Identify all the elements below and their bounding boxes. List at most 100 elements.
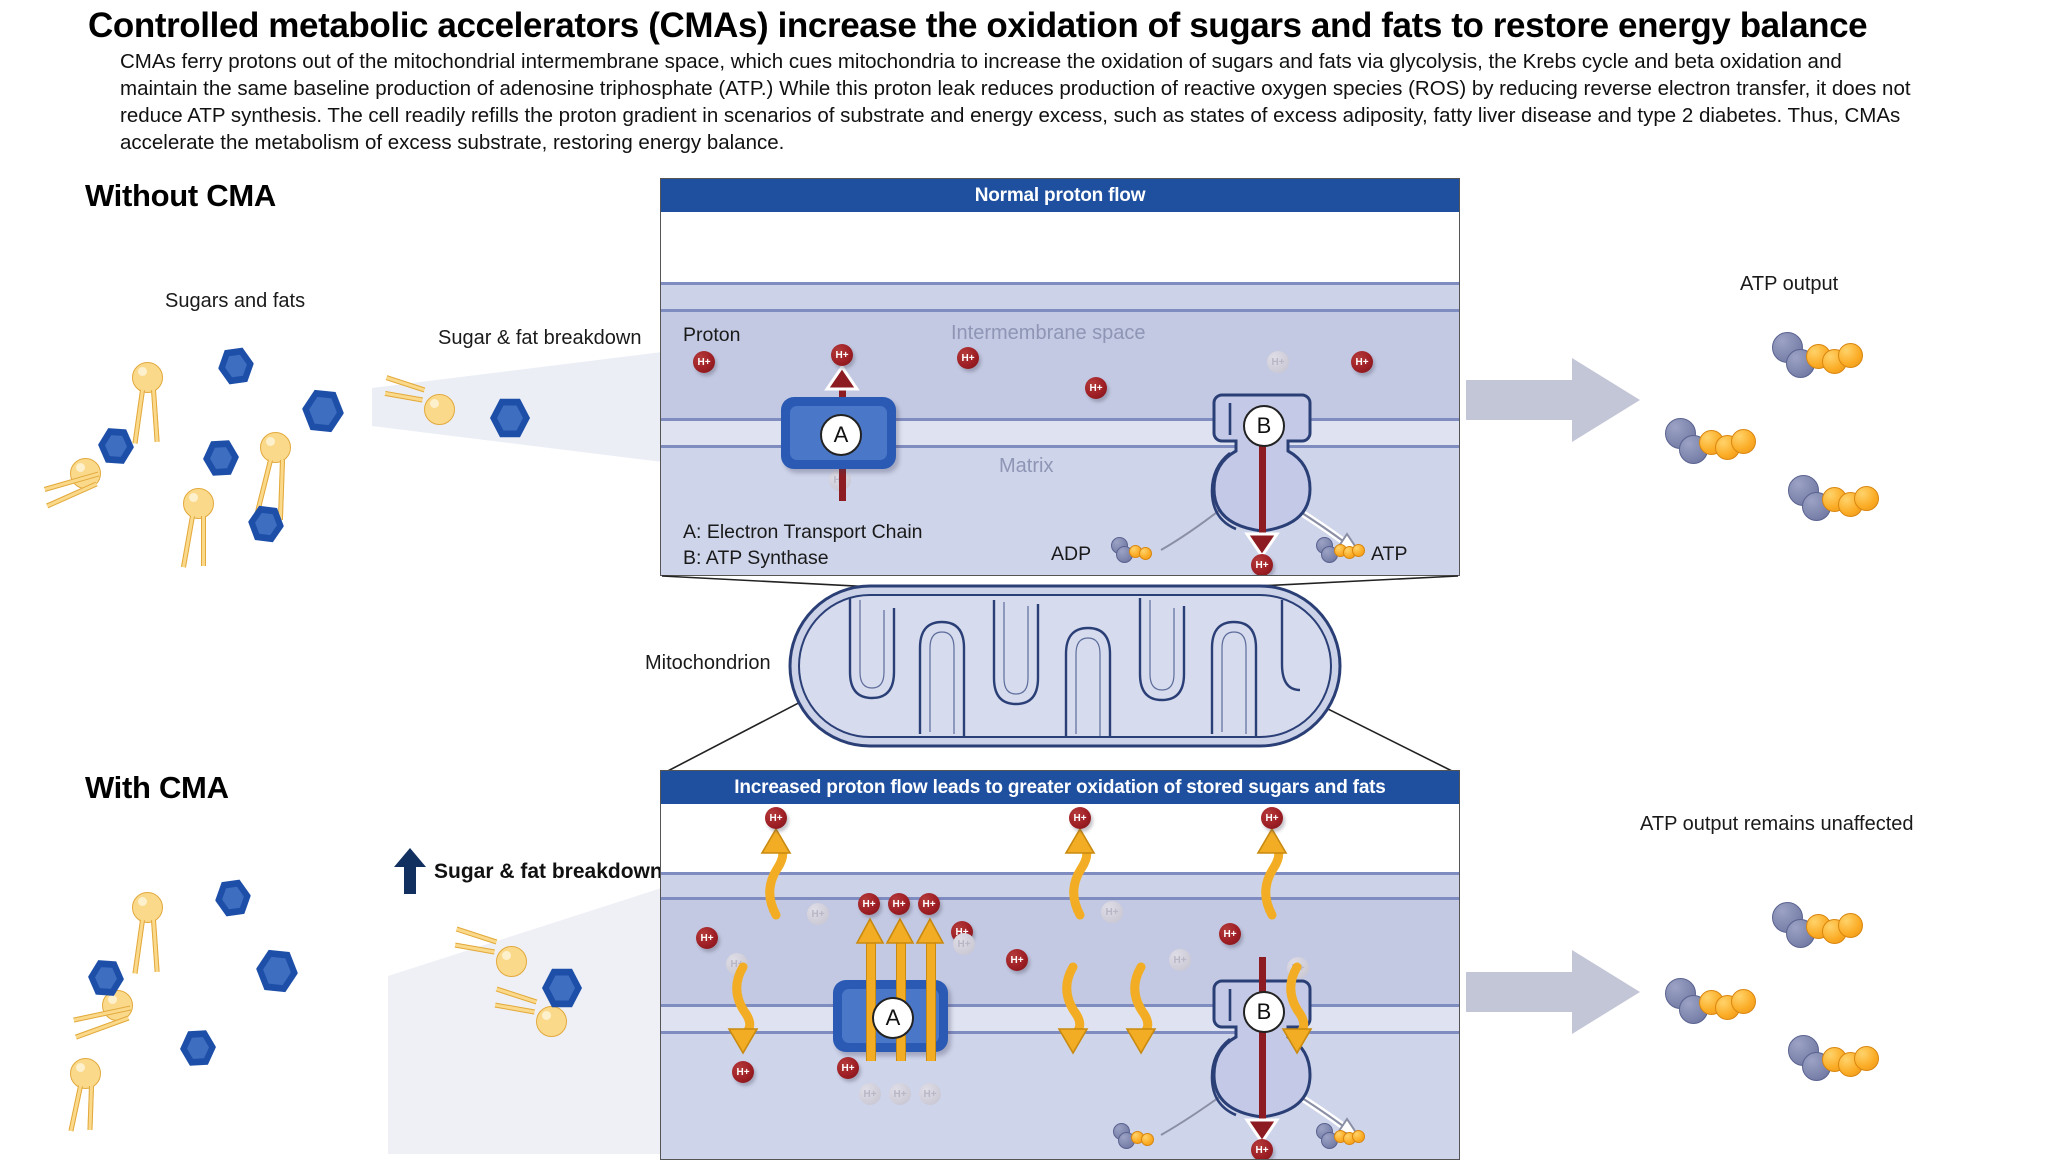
cytosol-region [661, 212, 1459, 282]
proton-flow-arrowhead-up [824, 364, 860, 391]
outer-membrane-line-2 [661, 309, 1459, 312]
label-atp-output-bottom: ATP output remains unaffected [1640, 813, 1914, 835]
outer-membrane-line-2 [661, 897, 1459, 900]
etc-proton-pump-head [855, 917, 885, 945]
complex-a-label: A [872, 997, 914, 1039]
inner-membrane-line-1 [661, 418, 1459, 421]
outer-membrane-line-1 [661, 282, 1459, 285]
proton-icon: H+ [1085, 377, 1107, 399]
proton-icon-faded: H+ [1267, 351, 1289, 373]
proton-icon-released: H+ [1251, 1139, 1273, 1159]
proton-icon-faded: H+ [807, 903, 829, 925]
label-sugar-fat-breakdown-top: Sugar & fat breakdown [438, 327, 642, 349]
inner-membrane-line-1 [661, 1004, 1459, 1007]
intermembrane-space-region [661, 900, 1459, 1004]
label-atp: ATP [1371, 543, 1408, 565]
proton-icon-pumped: H+ [858, 893, 880, 915]
proton-flow-arrow-down [1258, 407, 1266, 537]
cma-proton-leak-arrow [727, 962, 759, 1055]
proton-icon-faded: H+ [953, 933, 975, 955]
molecule-field-top [43, 330, 420, 570]
proton-icon-faded: H+ [1101, 901, 1123, 923]
sugar-molecule [254, 948, 300, 994]
outer-membrane-band [661, 875, 1459, 897]
complex-b-label: B [1243, 405, 1285, 447]
proton-icon-pumped: H+ [831, 344, 853, 366]
sugar-molecule [179, 1029, 217, 1067]
proton-icon-leaked: H+ [732, 1061, 754, 1083]
proton-icon: H+ [696, 927, 718, 949]
proton-flow-arrow-down [1258, 957, 1266, 1123]
proton-icon: H+ [957, 347, 979, 369]
breakdown-funnel-bottom [388, 884, 674, 1154]
sugar-molecule [213, 878, 254, 919]
cma-proton-leak-arrow [1057, 962, 1089, 1055]
label-proton: Proton [683, 324, 741, 346]
cma-proton-leak-arrow [1281, 962, 1313, 1055]
proton-icon: H+ [837, 1057, 859, 1079]
legend-complex-a: A: Electron Transport Chain [683, 521, 923, 543]
cma-proton-export-arrow [1256, 827, 1288, 920]
proton-flow-arrowhead-down [1244, 531, 1280, 559]
proton-icon-exported: H+ [1261, 807, 1283, 829]
etc-proton-pump-head [885, 917, 915, 945]
label-intermembrane-space: Intermembrane space [951, 322, 1146, 344]
complex-b-label: B [1243, 991, 1285, 1033]
atp-output-arrow-bottom [1466, 972, 1576, 1012]
molecule-field-bottom [68, 870, 430, 1132]
label-sugar-fat-breakdown-bottom: Sugar & fat breakdown [434, 860, 663, 883]
cma-proton-export-arrow [1064, 827, 1096, 920]
section-heading-without-cma: Without CMA [85, 178, 276, 213]
sugar-molecule [300, 388, 346, 434]
proton-icon: H+ [693, 351, 715, 373]
cytosol-region [661, 804, 1459, 872]
proton-icon-released: H+ [1251, 554, 1273, 575]
proton-icon-exported: H+ [765, 807, 787, 829]
atp-output-cluster-bottom [1660, 890, 2000, 1110]
breakdown-molecule-sugar [542, 968, 582, 1008]
outer-membrane-band [661, 285, 1459, 309]
sugar-molecule [216, 346, 257, 387]
legend-complex-b: B: ATP Synthase [683, 547, 829, 569]
proton-icon: H+ [1219, 923, 1241, 945]
cma-proton-leak-arrow [1125, 962, 1157, 1055]
adp-to-synthase-line [1159, 1091, 1229, 1137]
panel-increased-proton-flow: Increased proton flow leads to greater o… [660, 770, 1460, 1160]
page-title: Controlled metabolic accelerators (CMAs)… [88, 6, 1868, 45]
label-mitochondrion: Mitochondrion [645, 652, 771, 674]
etc-proton-pump-head [915, 917, 945, 945]
panel-banner-top: Normal proton flow [661, 179, 1459, 212]
label-matrix: Matrix [999, 455, 1054, 477]
breakdown-increase-arrow [393, 848, 427, 894]
mitochondrion-illustration [788, 584, 1342, 748]
panel-normal-proton-flow: Normal proton flow Intermembrane space M… [660, 178, 1460, 576]
sugar-molecule [97, 427, 135, 465]
proton-icon-faded: H+ [859, 1083, 881, 1105]
atp-output-arrowhead-bottom [1572, 950, 1642, 1034]
outer-membrane-line-1 [661, 872, 1459, 875]
panel-banner-bottom: Increased proton flow leads to greater o… [661, 771, 1459, 804]
proton-icon-faded: H+ [889, 1083, 911, 1105]
proton-icon: H+ [1006, 949, 1028, 971]
atp-output-arrow-top [1466, 380, 1576, 420]
proton-icon-exported: H+ [1069, 807, 1091, 829]
inner-membrane-band [661, 1007, 1459, 1031]
proton-icon-pumped: H+ [888, 893, 910, 915]
label-atp-output-top: ATP output [1740, 273, 1839, 295]
label-adp: ADP [1051, 543, 1092, 565]
cma-proton-export-arrow [760, 827, 792, 920]
proton-icon-faded: H+ [1169, 949, 1191, 971]
atp-output-arrowhead-top [1572, 358, 1642, 442]
section-heading-with-cma: With CMA [85, 770, 229, 805]
etc-proton-pump-shaft [926, 941, 936, 1061]
complex-a-label: A [820, 414, 862, 456]
proton-flow-arrowhead-down [1244, 1117, 1280, 1145]
proton-icon: H+ [1351, 351, 1373, 373]
page-description: CMAs ferry protons out of the mitochondr… [120, 50, 1911, 155]
proton-icon-pumped: H+ [918, 893, 940, 915]
atp-output-cluster-top [1660, 320, 2000, 540]
proton-icon-faded: H+ [919, 1083, 941, 1105]
etc-proton-pump-shaft [866, 941, 876, 1061]
inner-membrane-line-2 [661, 1031, 1459, 1034]
sugar-molecule [202, 439, 240, 477]
